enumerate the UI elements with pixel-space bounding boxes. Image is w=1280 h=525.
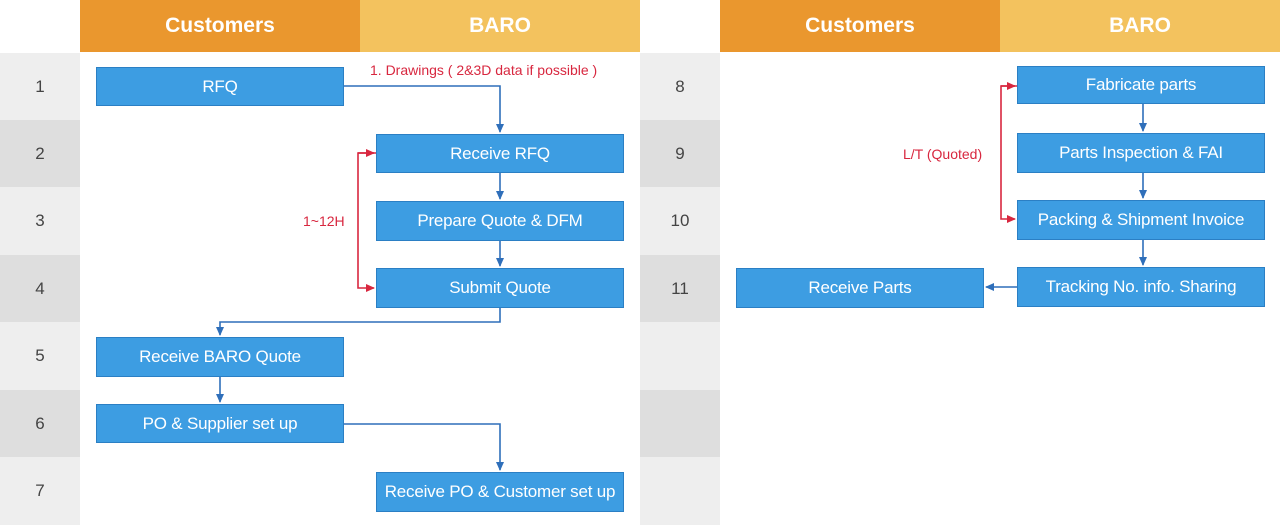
baro-header-left: BARO	[360, 0, 640, 52]
step-number: 1	[0, 53, 80, 120]
drawings-note: 1. Drawings ( 2&3D data if possible )	[370, 62, 598, 78]
lead-time-bracket-production	[1000, 85, 1017, 223]
tracking-sharing-step: Tracking No. info. Sharing	[1017, 267, 1265, 307]
step-number: 8	[640, 53, 720, 120]
prepare-quote-step: Prepare Quote & DFM	[376, 201, 624, 241]
connector-po-to-receive-po	[343, 423, 504, 471]
step-number: 6	[0, 390, 80, 457]
step-number: 5	[0, 322, 80, 390]
step-number: 7	[0, 457, 80, 525]
baro-header-right: BARO	[1000, 0, 1280, 52]
step-number: 3	[0, 187, 80, 255]
po-supplier-setup-step: PO & Supplier set up	[96, 404, 344, 443]
step-number	[640, 390, 720, 457]
connector-submit-to-receive-baro-quote	[216, 308, 501, 336]
lead-time-quote-note: 1~12H	[303, 213, 345, 229]
fabricate-parts-step: Fabricate parts	[1017, 66, 1265, 104]
customers-header-right: Customers	[720, 0, 1000, 52]
receive-baro-quote-step: Receive BARO Quote	[96, 337, 344, 377]
step-number: 2	[0, 120, 80, 187]
step-number: 4	[0, 255, 80, 322]
step-number	[640, 322, 720, 390]
step-number	[640, 457, 720, 525]
parts-inspection-step: Parts Inspection & FAI	[1017, 133, 1265, 173]
lead-time-production-note: L/T (Quoted)	[903, 146, 983, 162]
packing-shipment-step: Packing & Shipment Invoice	[1017, 200, 1265, 240]
step-number: 10	[640, 187, 720, 255]
rfq-step: RFQ	[96, 67, 344, 106]
customers-header-left: Customers	[80, 0, 360, 52]
receive-parts-step: Receive Parts	[736, 268, 984, 308]
step-number: 9	[640, 120, 720, 187]
connector-rfq-to-receive-rfq	[343, 85, 504, 133]
submit-quote-step: Submit Quote	[376, 268, 624, 308]
receive-po-step: Receive PO & Customer set up	[376, 472, 624, 512]
step-number: 11	[640, 255, 720, 322]
lead-time-bracket-quote	[357, 152, 376, 292]
receive-rfq-step: Receive RFQ	[376, 134, 624, 173]
